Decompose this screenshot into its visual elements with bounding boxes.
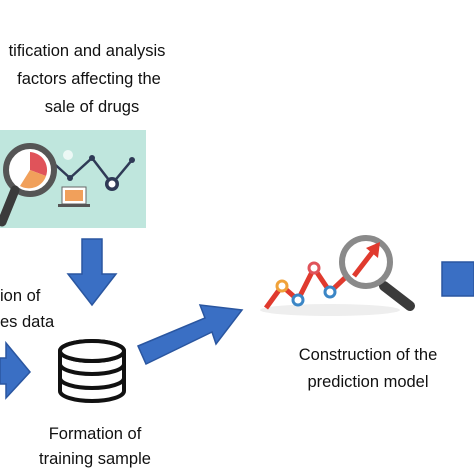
sales-data-label-line-1: ion of [0,287,41,305]
training-label-line-1: Formation of [48,425,142,443]
arrow-diagonal [137,304,244,366]
arrow-right-partial [441,261,474,297]
model-label-line-1: Construction of the [298,346,438,364]
arrow-right-sales [0,340,31,400]
model-label-line-2: prediction model [307,373,429,391]
training-label-line-2: training sample [39,450,151,468]
factors-label-line-2: factors affecting the [17,70,161,88]
factors-label-line-1: tification and analysis [8,42,166,60]
arrow-down [66,238,118,307]
trend-magnifier-icon [260,235,415,316]
sales-data-label-line-2: es data [0,313,55,331]
factors-label-line-3: sale of drugs [44,98,140,116]
magnifier-chart-icon [0,130,146,228]
